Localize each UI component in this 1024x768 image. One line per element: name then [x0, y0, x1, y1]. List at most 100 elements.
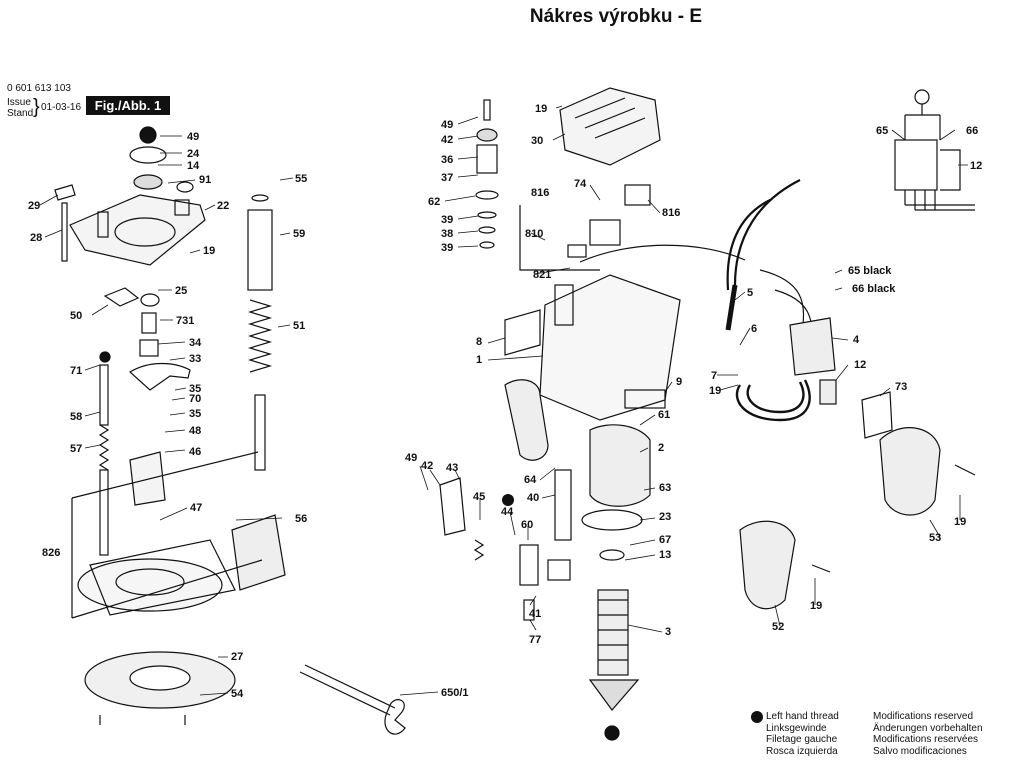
callout-23: 23: [659, 511, 671, 523]
callout-44: 44: [501, 506, 514, 518]
page-title: Nákres výrobku - E: [529, 6, 703, 27]
callout-54: 54: [231, 688, 244, 700]
callout-24: 24: [187, 148, 200, 160]
callout-2: 2: [658, 442, 664, 454]
callout-77: 77: [529, 634, 541, 646]
callout-58: 58: [70, 411, 82, 423]
callout-59: 59: [293, 228, 305, 240]
callout-35: 35: [189, 383, 201, 395]
callout-39b: 39: [441, 242, 453, 254]
callout-56: 56: [295, 513, 307, 525]
legend-right-3: Modifications reservées: [873, 734, 979, 745]
callout-42-r: 42: [441, 134, 453, 146]
callout-49: 49: [187, 131, 199, 143]
callout-9: 9: [676, 376, 682, 388]
legend-left-3: Filetage gauche: [766, 734, 838, 745]
callout-7: 7: [711, 370, 717, 382]
callout-55: 55: [295, 173, 307, 185]
callout-30: 30: [531, 135, 543, 147]
callout-19-grip: 19: [954, 516, 966, 528]
callout-71: 71: [70, 365, 82, 377]
callout-38: 38: [441, 228, 453, 240]
callout-47: 47: [190, 502, 202, 514]
legend-right: Modifications reserved Änderungen vorbeh…: [873, 711, 983, 757]
callout-816a: 816: [531, 187, 549, 199]
callout-45: 45: [473, 491, 485, 503]
callout-5: 5: [747, 287, 753, 299]
leader-lines: [39, 105, 968, 696]
callout-73: 73: [895, 381, 907, 393]
legend-left-2: Linksgewinde: [766, 722, 827, 734]
callout-650-1: 650/1: [441, 687, 469, 699]
callout-28: 28: [30, 232, 42, 244]
callout-816b: 816: [662, 207, 680, 219]
callout-53: 53: [929, 532, 941, 544]
callout-48: 48: [189, 425, 201, 437]
brace: }: [33, 96, 40, 118]
callout-821: 821: [533, 269, 551, 281]
callout-8: 8: [476, 336, 482, 348]
right-assembly: [439, 87, 976, 741]
left-hand-thread-markers: [141, 128, 763, 723]
callout-70: 70: [189, 393, 201, 405]
legend-right-4: Salvo modificaciones: [873, 745, 967, 757]
legend-left-1: Left hand thread: [766, 711, 839, 722]
callout-731: 731: [176, 315, 194, 327]
callout-61: 61: [658, 409, 670, 421]
callout-19-mid: 19: [709, 385, 721, 397]
callout-66-black: 66 black: [852, 283, 896, 295]
issue-label: Issue: [7, 97, 31, 108]
callout-57: 57: [70, 443, 82, 455]
callout-40: 40: [527, 492, 539, 504]
callout-19: 19: [203, 245, 215, 257]
legend-left-4: Rosca izquierda: [766, 745, 838, 757]
legend-left: Left hand thread Linksgewinde Filetage g…: [766, 711, 839, 757]
callout-52: 52: [772, 621, 784, 633]
callout-36: 36: [441, 154, 453, 166]
callout-41: 41: [529, 608, 541, 620]
callout-65-black: 65 black: [848, 265, 892, 277]
callout-810: 810: [525, 228, 543, 240]
callout-50: 50: [70, 310, 82, 322]
left-assembly: [54, 126, 406, 735]
callout-51: 51: [293, 320, 305, 332]
callout-labels: 49 24 14 91 29 22 28 19 25 50 731 34 33 …: [28, 103, 982, 700]
callout-13: 13: [659, 549, 671, 561]
callout-34: 34: [189, 337, 202, 349]
callout-42-l: 42: [421, 460, 433, 472]
callout-6: 6: [751, 323, 757, 335]
callout-27: 27: [231, 651, 243, 663]
callout-49-r: 49: [441, 119, 453, 131]
legend-right-1: Modifications reserved: [873, 711, 974, 722]
legend-right-2: Änderungen vorbehalten: [873, 722, 983, 734]
callout-39: 39: [441, 214, 453, 226]
callout-12: 12: [854, 359, 866, 371]
callout-33: 33: [189, 353, 201, 365]
callout-91: 91: [199, 174, 211, 186]
callout-66-schem: 66: [966, 125, 978, 137]
callout-22: 22: [217, 200, 229, 212]
callout-12-schem: 12: [970, 160, 982, 172]
callout-1: 1: [476, 354, 482, 366]
callout-74: 74: [574, 178, 587, 190]
callout-19-top: 19: [535, 103, 547, 115]
callout-3: 3: [665, 626, 671, 638]
callout-19-grip2: 19: [810, 600, 822, 612]
callout-63: 63: [659, 482, 671, 494]
callout-14: 14: [187, 160, 200, 172]
callout-35b: 35: [189, 408, 201, 420]
callout-67: 67: [659, 534, 671, 546]
issue-date: 01-03-16: [41, 102, 82, 113]
callout-4: 4: [853, 334, 860, 346]
stand-label: Stand: [7, 108, 34, 119]
figure-label: Fig./Abb. 1: [86, 96, 170, 115]
part-number: 0 601 613 103: [7, 83, 71, 94]
callout-60: 60: [521, 519, 533, 531]
callout-25: 25: [175, 285, 187, 297]
callout-826: 826: [42, 547, 60, 559]
callout-43: 43: [446, 462, 458, 474]
callout-46: 46: [189, 446, 201, 458]
callout-64: 64: [524, 474, 537, 486]
callout-65-schem: 65: [876, 125, 888, 137]
